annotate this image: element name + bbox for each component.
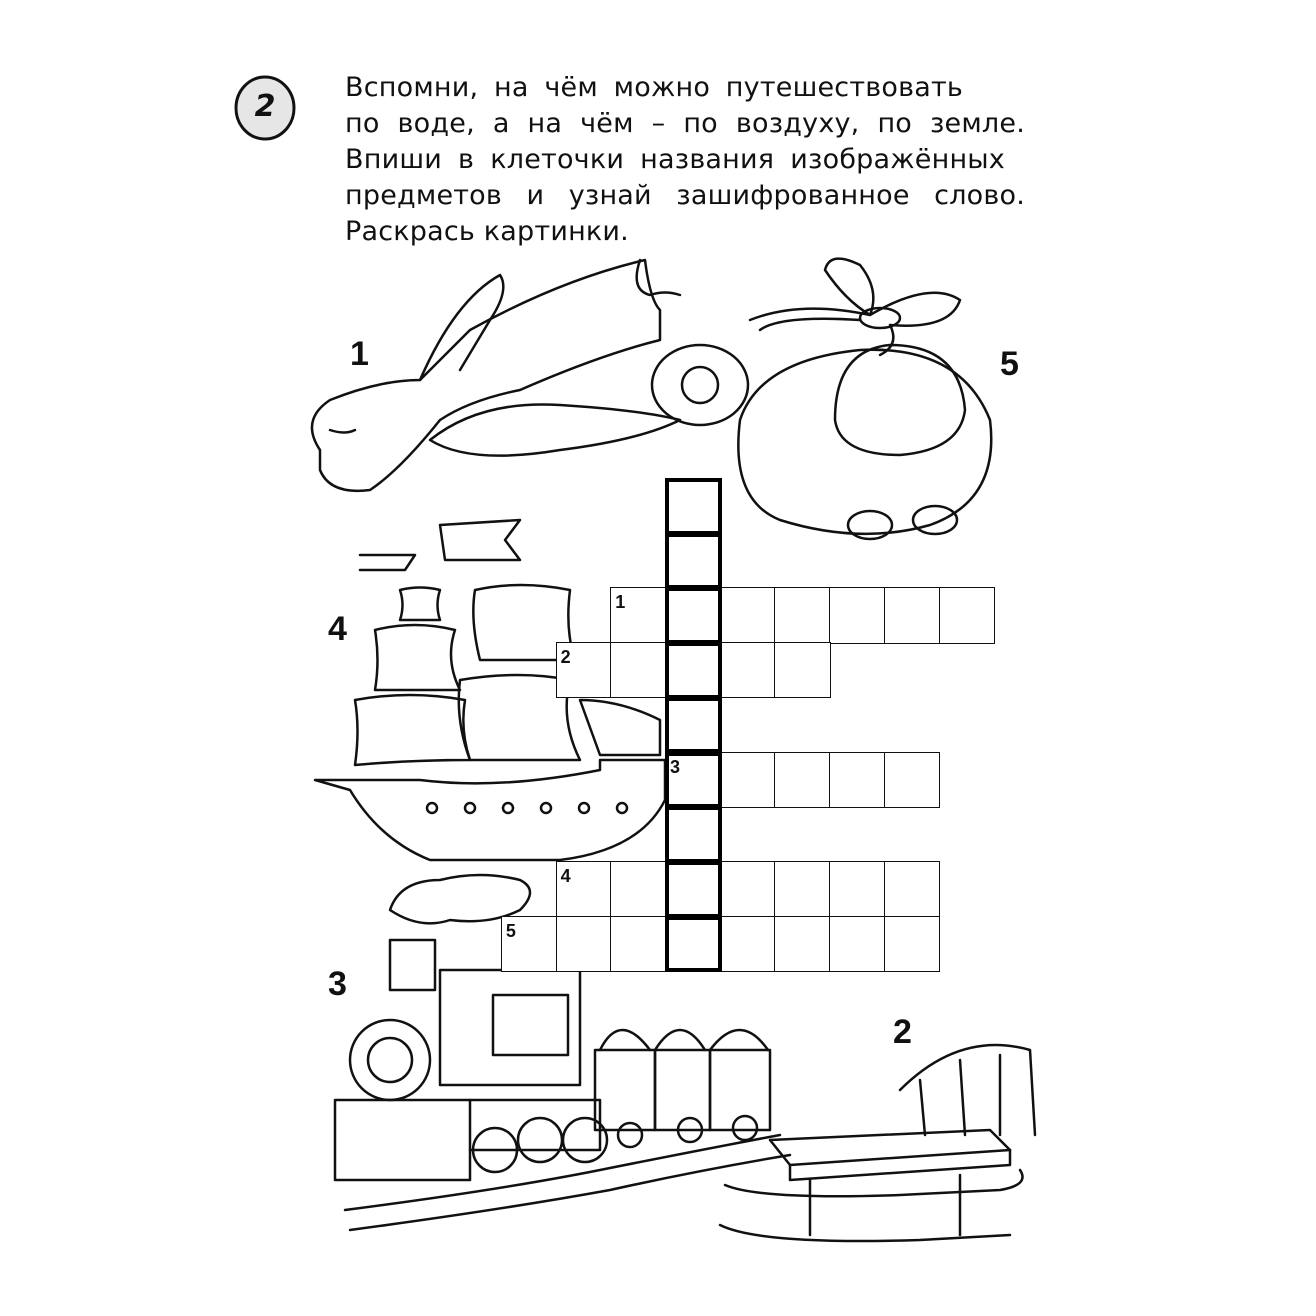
crossword-cell[interactable] <box>774 860 831 918</box>
crossword-cell[interactable] <box>829 915 886 972</box>
helicopter-illustration <box>650 257 993 541</box>
crossword-cell[interactable] <box>610 642 667 699</box>
crossword-cell[interactable] <box>829 860 886 918</box>
clue-number: 3 <box>670 756 681 777</box>
hidden-word-cell[interactable] <box>665 587 722 645</box>
task-number-badge: 2 <box>233 72 297 142</box>
crossword-cell[interactable] <box>774 751 831 808</box>
crossword-cell[interactable] <box>883 915 940 972</box>
crossword-cell[interactable] <box>555 915 612 972</box>
crossword-cell[interactable] <box>610 915 667 972</box>
picture-number-ship: 4 <box>328 610 347 648</box>
crossword-cell[interactable] <box>719 587 776 644</box>
hidden-word-cell[interactable] <box>665 915 722 973</box>
picture-number-airplane: 1 <box>350 335 369 373</box>
clue-number: 2 <box>560 647 571 668</box>
crossword-cell[interactable] <box>774 642 831 699</box>
crossword-cell[interactable] <box>774 915 831 972</box>
instructions: Вспомни, на чём можно путешествовать по … <box>345 70 1025 250</box>
crossword-cell[interactable] <box>883 751 940 808</box>
hidden-word-cell[interactable] <box>665 806 722 863</box>
hidden-word-cell[interactable] <box>665 532 722 590</box>
clue-number: 5 <box>505 920 516 941</box>
hidden-word-cell[interactable] <box>665 860 722 918</box>
crossword-cell[interactable] <box>719 642 776 699</box>
task-number: 2 <box>254 89 276 124</box>
airplane-illustration <box>310 258 682 493</box>
crossword-cell[interactable] <box>555 642 612 699</box>
clue-number: 4 <box>560 865 571 886</box>
crossword-cell[interactable] <box>829 587 886 644</box>
hidden-word-cell[interactable] <box>665 642 722 699</box>
ship-illustration <box>313 518 667 862</box>
picture-number-sled: 2 <box>893 1013 912 1051</box>
train-illustration <box>333 873 792 1232</box>
instruction-line: Вспомни, на чём можно путешествовать <box>345 72 963 103</box>
instruction-line: Раскрась картинки. <box>345 216 629 247</box>
hidden-word-cell[interactable] <box>665 751 722 809</box>
instruction-line: предметов и узнай зашифрованное слово. <box>345 180 1025 211</box>
hidden-word-cell[interactable] <box>665 478 722 535</box>
instruction-line: Впиши в клеточки названия изображённых <box>345 144 1005 175</box>
clue-number: 1 <box>615 592 626 613</box>
crossword-cell[interactable] <box>829 751 886 808</box>
crossword-cell[interactable] <box>774 587 831 644</box>
crossword-cell[interactable] <box>938 587 995 644</box>
picture-number-helicopter: 5 <box>1000 345 1019 383</box>
crossword-cell[interactable] <box>883 860 940 918</box>
crossword-cell[interactable] <box>883 587 940 644</box>
sled-illustration <box>718 1043 1037 1243</box>
hidden-word-cell[interactable] <box>665 696 722 754</box>
crossword-cell[interactable] <box>719 860 776 918</box>
crossword-cell[interactable] <box>719 751 776 808</box>
crossword-cell[interactable] <box>555 860 612 918</box>
picture-number-train: 3 <box>328 965 347 1003</box>
crossword-cell[interactable] <box>719 915 776 972</box>
crossword-cell[interactable] <box>610 860 667 918</box>
instruction-line: по воде, а на чём – по воздуху, по земле… <box>345 108 1025 139</box>
